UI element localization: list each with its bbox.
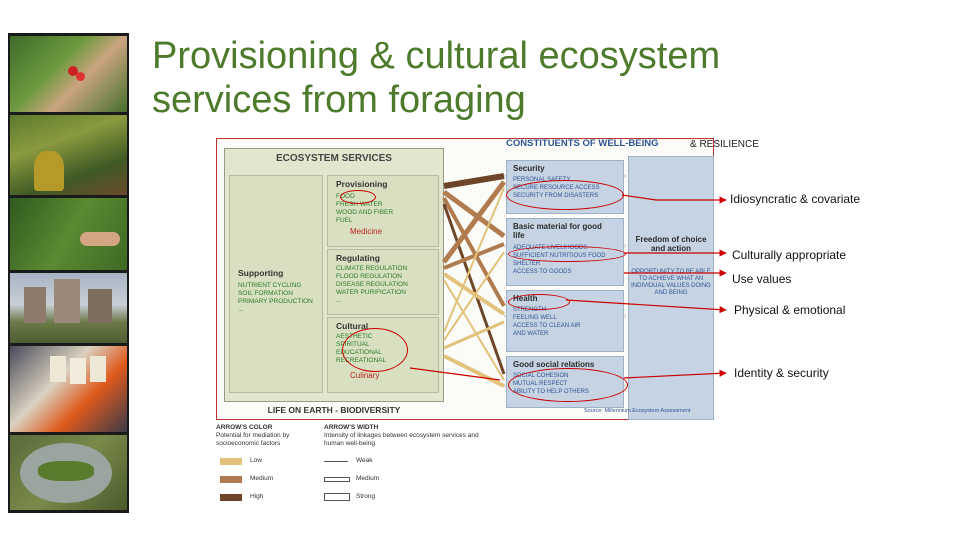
annotation-culturally-appropriate: Culturally appropriate bbox=[732, 248, 847, 262]
supporting-item: SOIL FORMATION bbox=[238, 290, 293, 297]
health-item: AND WATER bbox=[513, 331, 549, 337]
color-swatch-low bbox=[220, 458, 242, 465]
provisioning-title: Provisioning bbox=[336, 179, 388, 189]
plate-of-greens-photo bbox=[10, 435, 127, 510]
width-swatch-medium bbox=[324, 477, 350, 482]
regulating-item: DISEASE REGULATION bbox=[336, 281, 408, 288]
jars-and-produce-photo bbox=[10, 346, 127, 432]
color-label-medium: Medium bbox=[250, 475, 274, 482]
freedom-text: OPPORTUNITY TO BE ABLE TO ACHIEVE WHAT A… bbox=[631, 269, 711, 296]
source-note: Source: Millennium Ecosystem Assessment bbox=[584, 408, 691, 414]
food-highlight bbox=[340, 190, 376, 204]
security-title: Security bbox=[513, 164, 545, 173]
regulating-item: CLIMATE REGULATION bbox=[336, 265, 408, 272]
width-label-medium: Medium bbox=[356, 475, 380, 482]
width-legend-title: ARROW'S WIDTH bbox=[324, 424, 379, 431]
hand-with-berries-photo bbox=[10, 36, 127, 112]
biodiversity-label: LIFE ON EARTH - BIODIVERSITY bbox=[267, 405, 401, 415]
provisioning-item: FUEL bbox=[336, 217, 353, 224]
nutritious-food-highlight bbox=[508, 246, 626, 262]
supporting-item: ... bbox=[238, 306, 244, 313]
regulating-item: FLOOD REGULATION bbox=[336, 273, 402, 280]
supporting-panel: Supporting NUTRIENT CYCLING SOIL FORMATI… bbox=[229, 175, 323, 393]
provisioning-item: WOOD AND FIBER bbox=[336, 209, 394, 216]
ecosystem-services-title: ECOSYSTEM SERVICES bbox=[276, 153, 392, 164]
photo-strip bbox=[8, 33, 129, 513]
health-item: STRENGTH bbox=[513, 307, 546, 313]
person-in-garden-photo bbox=[10, 115, 127, 195]
hand-picking-greens-photo bbox=[10, 198, 127, 270]
regulating-title: Regulating bbox=[336, 253, 380, 263]
color-label-high: High bbox=[250, 493, 264, 500]
medicine-added-label: Medicine bbox=[350, 227, 383, 236]
annotation-physical-emotional: Physical & emotional bbox=[734, 303, 846, 317]
cultural-highlight bbox=[342, 328, 408, 372]
annotation-idiosyncratic: Idiosyncratic & covariate bbox=[730, 192, 861, 206]
cultural-title: Cultural bbox=[336, 321, 369, 331]
provisioning-item: FRESH WATER bbox=[336, 201, 383, 208]
basic-material-item: SHELTER bbox=[513, 261, 541, 267]
width-swatch-weak bbox=[324, 461, 348, 462]
health-item: FEELING WELL bbox=[513, 315, 557, 321]
supporting-item: PRIMARY PRODUCTION bbox=[238, 298, 313, 305]
wellbeing-title: CONSTITUENTS OF WELL-BEING bbox=[506, 138, 659, 149]
regulating-item: WATER PURIFICATION bbox=[336, 289, 406, 296]
regulating-item: ... bbox=[336, 297, 342, 304]
resilience-label: & RESILIENCE bbox=[690, 139, 759, 150]
annotation-identity-security: Identity & security bbox=[734, 366, 829, 380]
urban-apartments-photo bbox=[10, 273, 127, 343]
freedom-title: Freedom of choice and action bbox=[635, 235, 707, 253]
width-label-weak: Weak bbox=[356, 457, 373, 464]
annotation-use-values: Use values bbox=[732, 272, 792, 286]
supporting-item: NUTRIENT CYCLING bbox=[238, 282, 302, 289]
color-legend-title: ARROW'S COLOR bbox=[216, 424, 273, 431]
health-highlight bbox=[508, 294, 570, 310]
color-swatch-high bbox=[220, 494, 242, 501]
color-label-low: Low bbox=[250, 457, 262, 464]
culinary-added-label: Culinary bbox=[350, 371, 380, 380]
supporting-title: Supporting bbox=[238, 268, 284, 278]
color-legend-subtitle: Potential for mediation by socioeconomic… bbox=[216, 432, 290, 447]
width-swatch-strong bbox=[324, 493, 350, 501]
basic-material-item: ACCESS TO GOODS bbox=[513, 269, 572, 275]
slide-title: Provisioning & cultural ecosystem servic… bbox=[152, 35, 721, 121]
ecosystem-services-box: ECOSYSTEM SERVICES Supporting NUTRIENT C… bbox=[224, 148, 444, 415]
social-relations-highlight bbox=[508, 368, 628, 402]
ecosystem-wellbeing-figure: ECOSYSTEM SERVICES Supporting NUTRIENT C… bbox=[216, 136, 759, 506]
basic-material-title: Basic material for good life bbox=[513, 222, 602, 240]
color-swatch-medium bbox=[220, 476, 242, 483]
width-label-strong: Strong bbox=[356, 493, 376, 500]
security-item: PERSONAL SAFETY bbox=[513, 177, 571, 183]
social-relations-title: Good social relations bbox=[513, 360, 595, 369]
regulating-panel: Regulating CLIMATE REGULATION FLOOD REGU… bbox=[327, 249, 439, 315]
width-legend-subtitle: Intensity of linkages between ecosystem … bbox=[324, 432, 479, 447]
health-item: ACCESS TO CLEAN AIR bbox=[513, 323, 581, 329]
